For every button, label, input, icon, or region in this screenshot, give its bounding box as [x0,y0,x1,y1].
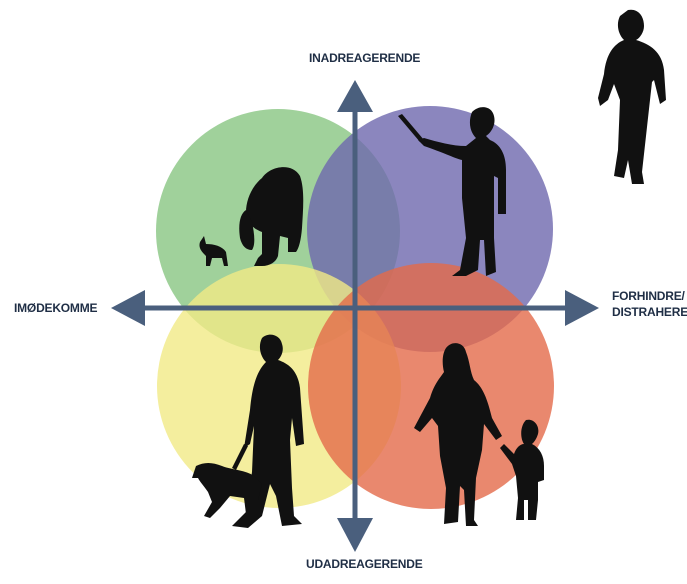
axis-label-left: IMØDEKOMME [14,301,98,315]
arrow-down-icon [337,518,373,552]
arrow-up-icon [337,80,373,112]
axes [111,80,599,552]
axis-label-right-line2: DISTRAHERE [612,305,687,319]
axis-label-right-line1: FORHINDRE/ [612,289,685,303]
axis-label-top: INADREAGERENDE [309,51,421,65]
woman-holding-child-hand-icon [414,343,544,526]
man-walking-dog-icon [192,334,304,528]
circle-bottom-right [308,263,554,509]
arrow-right-icon [565,290,599,326]
man-pointing-with-stick-icon [398,107,506,276]
man-walking-icon [598,9,666,184]
arrow-left-icon [111,290,145,326]
axis-label-right: FORHINDRE/ DISTRAHERE [612,288,687,320]
axis-label-bottom: UDADREAGERENDE [306,557,423,571]
woman-bending-with-cat-icon [199,167,304,266]
